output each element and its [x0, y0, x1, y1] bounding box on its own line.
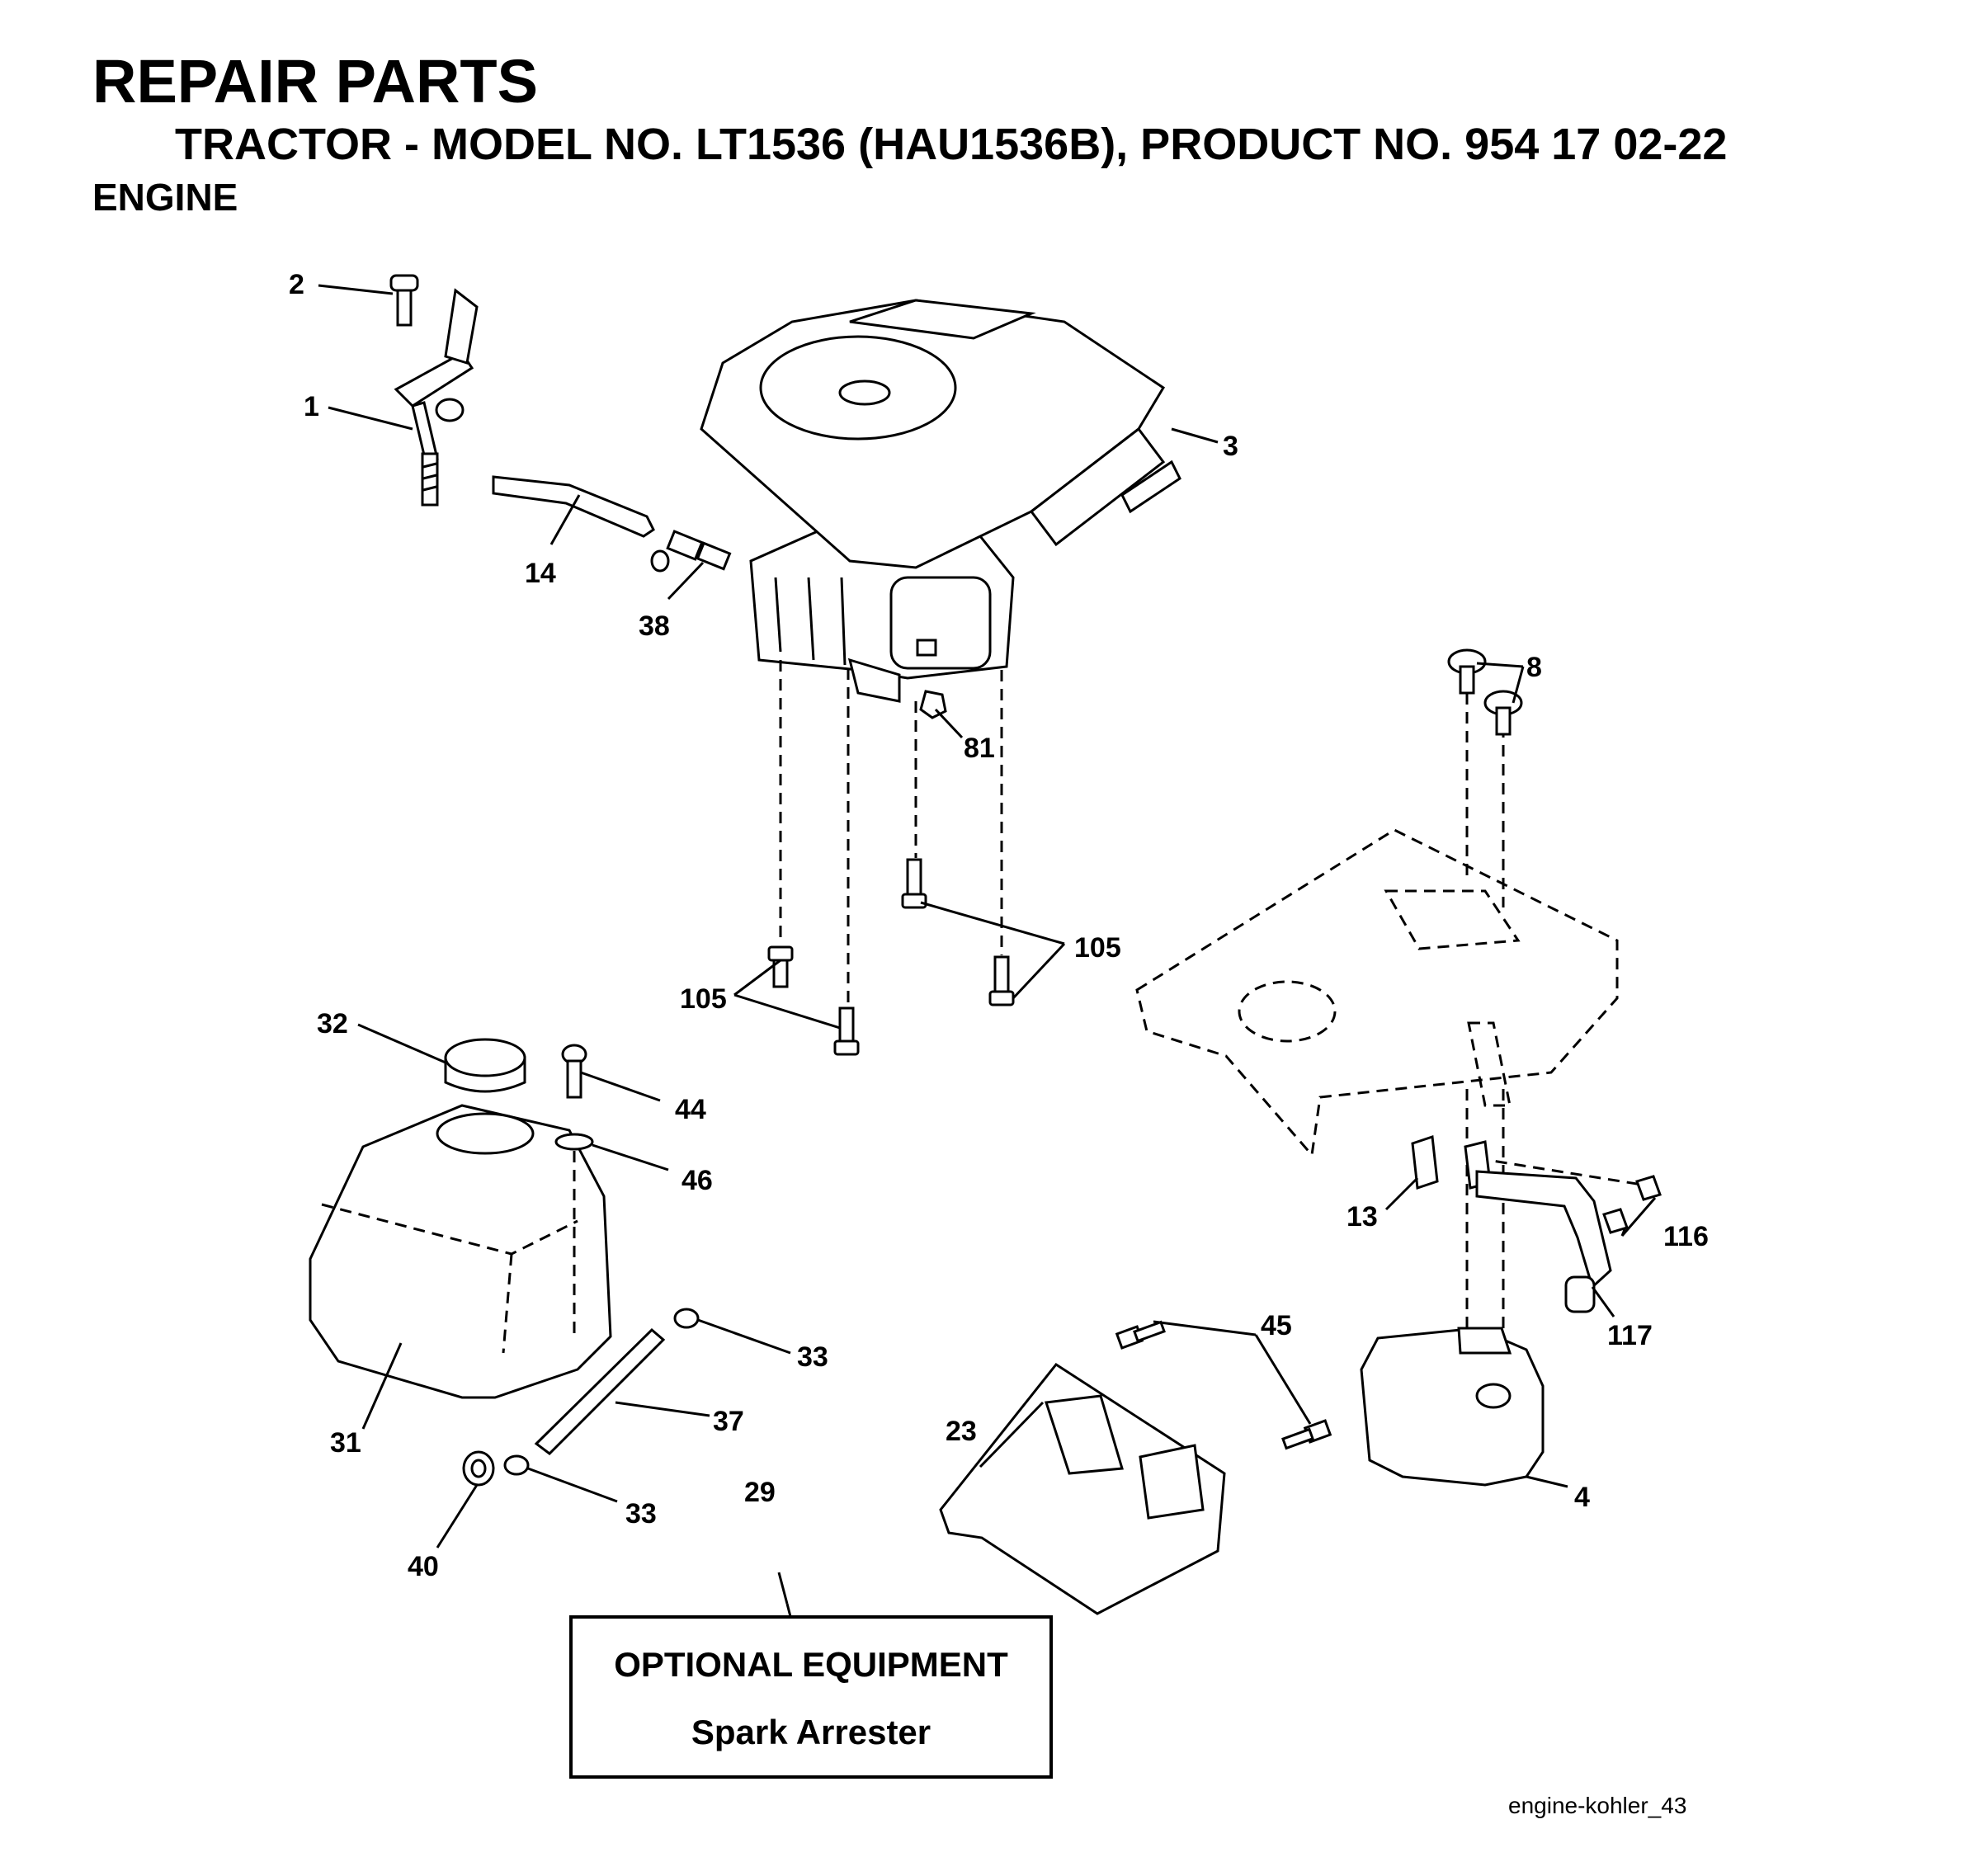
section-title: ENGINE: [92, 176, 238, 219]
callout-105-left: 105: [680, 983, 727, 1015]
callout-31: 31: [330, 1427, 361, 1459]
callout-14: 14: [525, 558, 556, 589]
heat-shield-drawing: [939, 1320, 1332, 1615]
callout-37: 37: [713, 1406, 744, 1437]
callout-81: 81: [964, 733, 995, 764]
callout-2: 2: [289, 269, 304, 300]
callout-32: 32: [317, 1008, 348, 1039]
callout-13: 13: [1347, 1201, 1378, 1233]
engine-drawing: [700, 299, 1181, 703]
callout-45: 45: [1261, 1310, 1292, 1341]
frame-bolts-drawing: [1447, 648, 1523, 907]
callout-33-upper: 33: [797, 1341, 828, 1373]
callout-117: 117: [1607, 1320, 1653, 1351]
callout-116: 116: [1663, 1221, 1709, 1252]
fuel-line-drawing: [492, 475, 732, 573]
throttle-control-drawing: [389, 274, 479, 507]
callout-44: 44: [675, 1094, 706, 1125]
callout-8: 8: [1526, 652, 1542, 683]
callout-33-lower: 33: [625, 1498, 657, 1530]
callout-29: 29: [744, 1477, 776, 1508]
page-title: REPAIR PARTS: [92, 47, 538, 115]
callout-4: 4: [1574, 1482, 1590, 1513]
optional-equipment-heading: OPTIONAL EQUIPMENT: [614, 1645, 1008, 1684]
callout-23: 23: [946, 1416, 977, 1447]
muffler-drawing: [1360, 1089, 1662, 1487]
callout-105-right: 105: [1074, 932, 1121, 964]
callout-3: 3: [1223, 431, 1238, 462]
engine-bolts-drawing: [767, 660, 1015, 1056]
optional-equipment-box: OPTIONAL EQUIPMENT Spark Arrester: [569, 1615, 1053, 1779]
leader-lines: [318, 284, 1657, 1694]
callout-1: 1: [304, 391, 319, 422]
fuel-tank-drawing: [309, 1038, 612, 1399]
optional-equipment-item: Spark Arrester: [691, 1713, 931, 1751]
callout-46: 46: [682, 1165, 713, 1196]
frame-drawing: [1135, 828, 1619, 1158]
callout-38: 38: [639, 610, 670, 642]
callout-40: 40: [408, 1551, 439, 1582]
page-subtitle: TRACTOR - MODEL NO. LT1536 (HAU1536B), P…: [175, 120, 1728, 169]
diagram-code: engine-kohler_43: [1508, 1793, 1686, 1818]
fuel-hose-drawing: [462, 1308, 700, 1487]
